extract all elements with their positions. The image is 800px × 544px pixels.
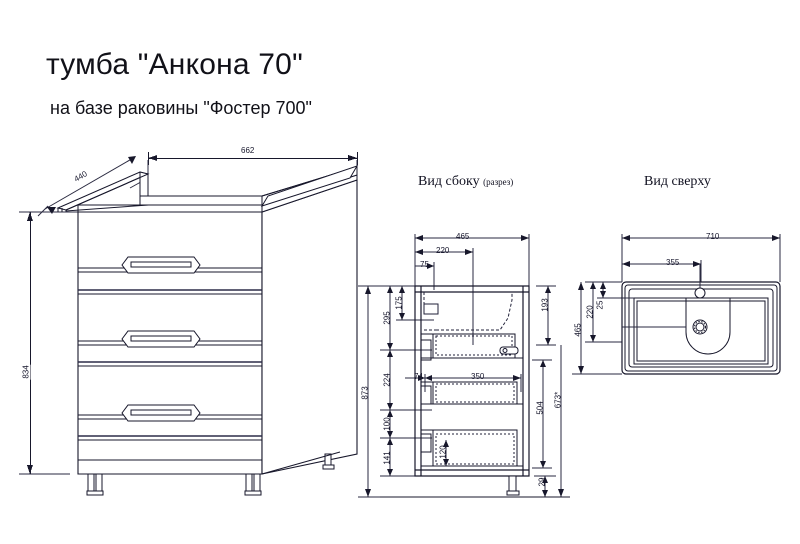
side-view-note: (разрез) bbox=[483, 177, 514, 187]
dim-side-120: 120 bbox=[438, 444, 448, 460]
dim-line-834 bbox=[30, 212, 31, 474]
side-view-label-text: Вид сбоку bbox=[418, 174, 480, 189]
side-view-label: Вид сбоку (разрез) bbox=[418, 174, 513, 190]
dim-side-29: 29 bbox=[537, 476, 547, 488]
dim-side-193: 193 bbox=[540, 297, 550, 313]
page-subtitle: на базе раковины "Фостер 700" bbox=[50, 98, 312, 118]
dim-side-873: 873 bbox=[360, 385, 370, 401]
dim-side-465: 465 bbox=[455, 232, 471, 241]
dim-top-25: 25 bbox=[595, 299, 605, 311]
dim-side-75: 75 bbox=[419, 260, 430, 269]
dim-side-295: 295 bbox=[382, 310, 392, 326]
page-title: тумба "Анкона 70" bbox=[46, 48, 303, 81]
dim-top-220: 220 bbox=[585, 304, 595, 320]
dim-side-100: 100 bbox=[382, 416, 392, 432]
dim-top-710: 710 bbox=[705, 232, 721, 241]
dim-side-141: 141 bbox=[382, 450, 392, 466]
dim-side-504: 504 bbox=[535, 400, 545, 416]
dim-tick-662-right bbox=[357, 152, 358, 165]
dim-front-depth: 440 bbox=[71, 168, 90, 185]
top-view-label: Вид сверху bbox=[644, 174, 711, 189]
dim-side-74: 74 bbox=[413, 372, 424, 381]
dim-side-220: 220 bbox=[435, 246, 451, 255]
dim-side-673: 673* bbox=[553, 390, 563, 410]
dim-top-465: 465 bbox=[573, 322, 583, 338]
dim-side-224: 224 bbox=[382, 372, 392, 388]
dim-side-175: 175 bbox=[394, 295, 404, 311]
dim-tick-662-left bbox=[148, 152, 149, 165]
dim-line-662 bbox=[148, 158, 358, 159]
dim-front-width: 662 bbox=[240, 146, 256, 155]
dim-side-350: 350 bbox=[470, 372, 486, 381]
dim-top-355: 355 bbox=[665, 258, 681, 267]
dim-front-height: 834 bbox=[21, 364, 31, 380]
